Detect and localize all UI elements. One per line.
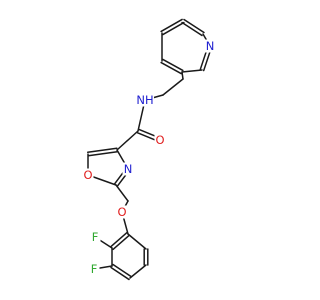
bond-ar1-ar2-double-1 xyxy=(110,231,128,248)
bond-ar1-ar2-double-0 xyxy=(112,234,130,251)
bond-ar4-ar5 xyxy=(129,264,147,279)
atom-label-layer: N NH O O N O F F xyxy=(82,39,216,276)
atom-label-n_oxazole: N xyxy=(124,162,133,176)
bond-py1-py2-double-0 xyxy=(183,18,205,34)
bond-py1-py2-double-1 xyxy=(181,21,203,37)
bond-ar6-ar1 xyxy=(127,233,147,250)
bond-py4-py5 xyxy=(181,69,203,73)
bond-layer xyxy=(87,18,213,281)
atom-label-f_lower: F xyxy=(91,262,98,276)
atom-label-o_ether: O xyxy=(117,205,126,219)
atom-label-o_carbonyl: O xyxy=(155,133,164,147)
bond-py5-py7-double-1 xyxy=(162,58,184,72)
molecule-structure-drawing: N NH O O N O F F xyxy=(82,18,216,281)
bond-ar3-ar4-double-1 xyxy=(110,266,130,281)
bond-ox4-ox5-double-1 xyxy=(87,147,118,153)
bond-ch2a-ch2b xyxy=(162,78,184,96)
atom-background-n_amide xyxy=(136,93,154,107)
atom-label-f_upper: F xyxy=(92,230,99,244)
atom-label-n_pyridine: N xyxy=(206,39,215,53)
atom-background-f_upper xyxy=(89,230,101,244)
atom-background-o_ether xyxy=(116,205,128,219)
bond-py5-ch2a xyxy=(181,71,184,80)
bond-py6-py1-double-1 xyxy=(162,21,185,36)
atom-background-o_oxazole xyxy=(82,168,94,182)
bond-ar3-ar4-double-0 xyxy=(112,263,132,278)
atom-background-n_pyridine xyxy=(204,39,216,53)
atom-background-f_lower xyxy=(88,262,100,276)
atom-label-o_oxazole: O xyxy=(83,168,92,182)
atom-background-o_carbonyl xyxy=(154,133,166,147)
atom-label-n_amide: NH xyxy=(136,93,153,107)
bond-py5-py7-double-0 xyxy=(160,61,182,75)
bond-ox2-ch2 xyxy=(115,184,129,202)
bond-ox4-ox5-double-0 xyxy=(87,151,118,157)
bond-py6-py1-double-0 xyxy=(160,18,183,33)
atom-background-n_oxazole xyxy=(122,162,134,176)
bond-cam-ox4 xyxy=(116,130,139,151)
structure-canvas: N NH O O N O F F xyxy=(82,18,216,281)
